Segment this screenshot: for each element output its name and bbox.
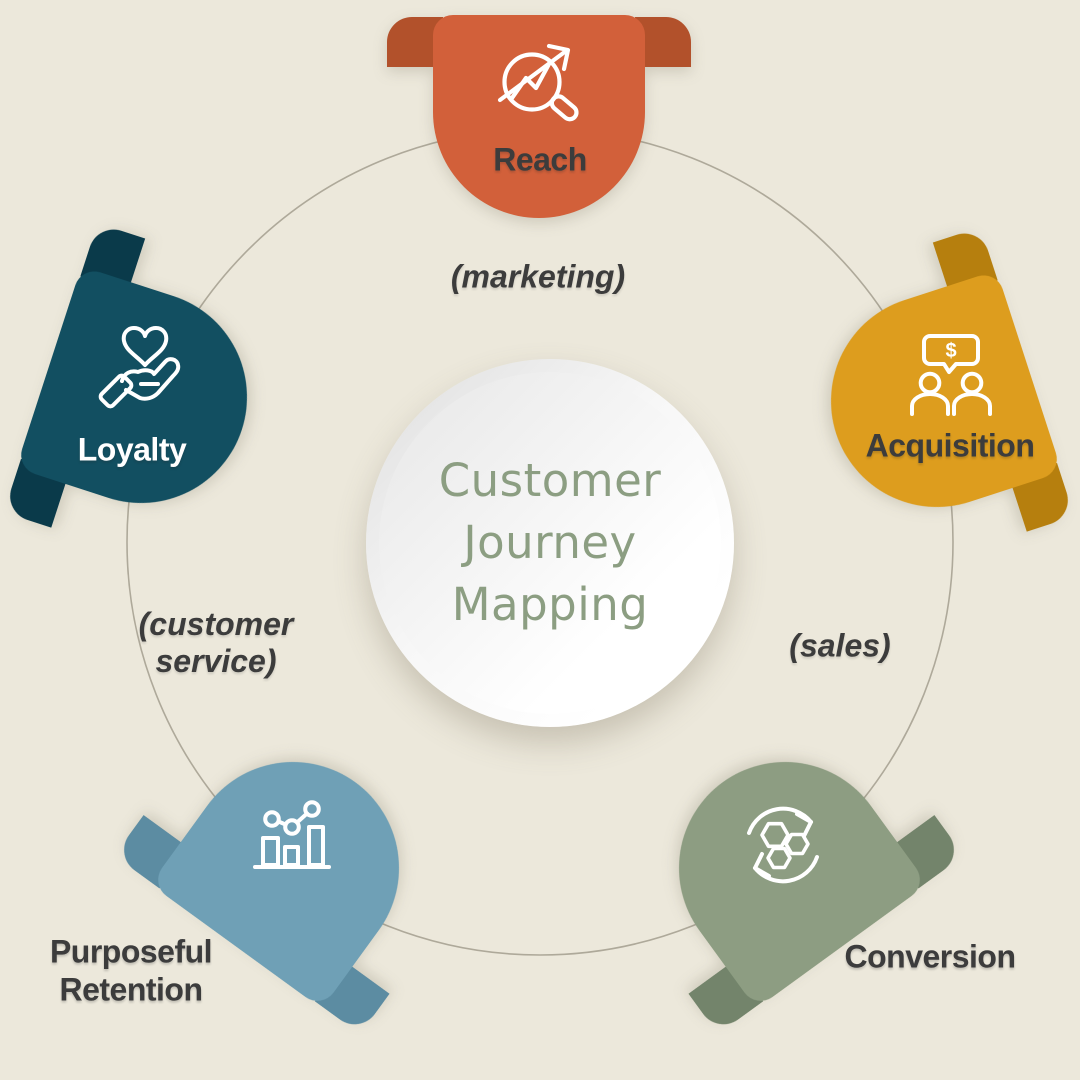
bar	[283, 845, 300, 867]
stage-ribbon-acquisition	[831, 233, 1068, 532]
hexagon	[766, 846, 792, 870]
stage-ribbon-conversion	[679, 762, 954, 1025]
ribbon-body	[679, 762, 920, 1001]
center-circle: Customer Journey Mapping	[366, 359, 734, 727]
title-line: Mapping	[451, 578, 649, 631]
title-line: Customer	[438, 454, 662, 507]
cycle-arc-top	[747, 806, 813, 835]
heart-in-hand-icon	[98, 326, 181, 409]
speech-bubble	[922, 334, 980, 374]
growth-bar-chart-icon	[253, 800, 331, 869]
ribbon-body	[158, 762, 399, 1001]
diagram-title: Customer Journey Mapping	[439, 450, 662, 636]
ribbon-body	[21, 271, 247, 503]
data-point	[303, 800, 321, 818]
ribbon-body	[831, 275, 1057, 507]
stage-ribbon-retention	[124, 762, 399, 1025]
hexagon	[760, 821, 790, 849]
dollar-sign: $	[945, 340, 956, 362]
stage-label-retention: Purposeful Retention	[49, 933, 213, 1008]
stage-label-loyalty: Loyalty	[77, 431, 187, 468]
trend-arrow-line	[497, 48, 569, 103]
ribbon-fold-left	[387, 17, 443, 67]
title-line: Journey	[463, 516, 637, 569]
cycle-arrow-head	[795, 812, 813, 838]
person-head	[960, 371, 984, 395]
bar	[261, 836, 280, 867]
bar	[307, 825, 325, 867]
cycle-arc-bottom	[753, 855, 819, 884]
person-head	[918, 371, 942, 395]
stage-label-reach: Reach	[493, 141, 587, 178]
person-body	[910, 392, 950, 416]
data-line	[276, 819, 288, 827]
cycle-arrow-head	[753, 852, 771, 878]
magnifier-lens	[502, 52, 562, 112]
magnifier-handle	[549, 94, 579, 122]
department-label-sales: (sales)	[789, 627, 891, 664]
trend-arrow-head	[546, 43, 571, 72]
department-label-customer-service: (customer service)	[138, 606, 294, 679]
data-point	[263, 810, 281, 828]
stage-label-acquisition: Acquisition	[865, 427, 1035, 464]
magnifier-trend-icon	[497, 43, 579, 122]
stage-ribbon-reach	[387, 15, 691, 218]
trend-zigzag	[509, 61, 552, 101]
hexagon	[784, 832, 810, 856]
data-line	[295, 811, 309, 825]
sales-conversation-icon: $	[910, 334, 992, 416]
hand-cuff	[98, 373, 134, 409]
hand-palm	[120, 357, 181, 401]
ribbon-fold-right	[635, 17, 691, 67]
department-label-marketing: (marketing)	[450, 258, 626, 295]
stage-ribbon-loyalty	[10, 229, 247, 528]
data-point	[283, 818, 301, 836]
stage-label-conversion: Conversion	[844, 938, 1016, 975]
person-body	[952, 392, 992, 416]
center-circle-face: Customer Journey Mapping	[379, 372, 721, 714]
hexagon-cluster	[760, 821, 810, 870]
ribbon-body	[433, 15, 645, 218]
heart	[121, 326, 169, 367]
process-cycle-icon	[747, 806, 819, 884]
